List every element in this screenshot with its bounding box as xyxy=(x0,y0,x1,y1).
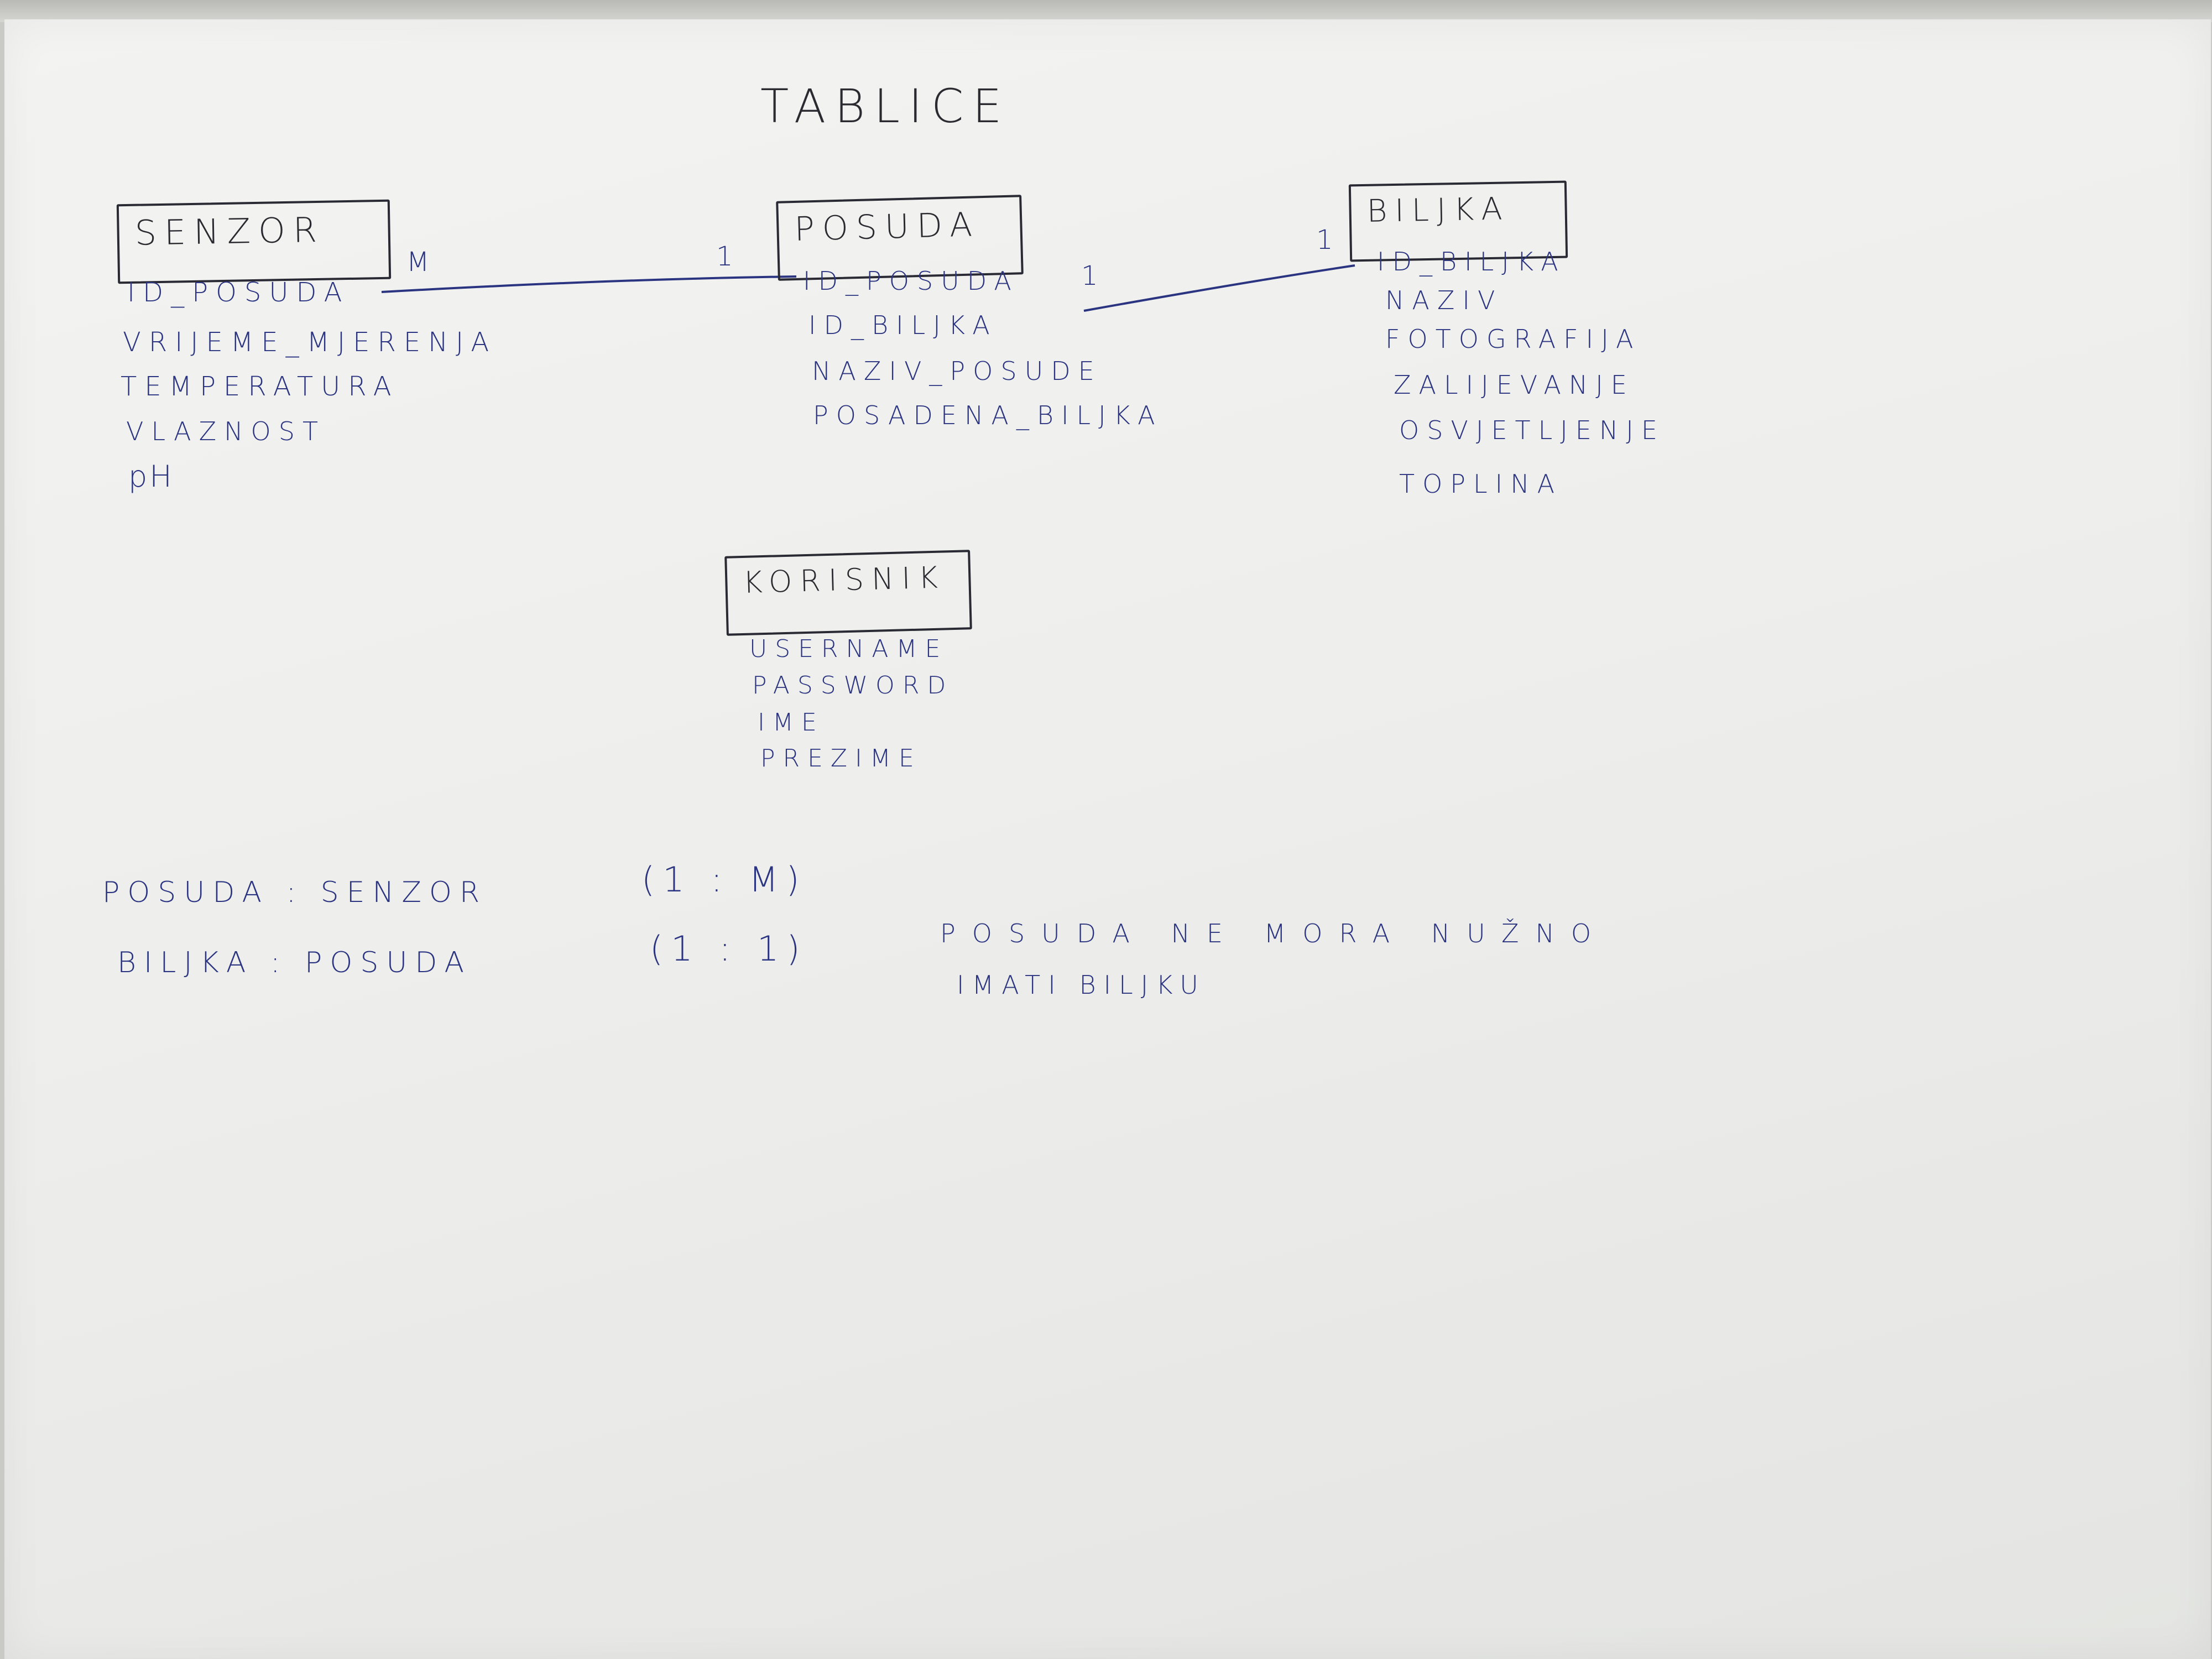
page-title: TABLICE xyxy=(760,79,1011,133)
biljka-field: ZALIJEVANJE xyxy=(1394,370,1635,400)
entity-biljka-title: BILJKA xyxy=(1366,191,1511,229)
entity-senzor-header: SENZOR xyxy=(116,199,392,284)
posuda-field: ID_POSUDA xyxy=(803,266,1019,296)
senzor-field: VRIJEME_MJERENJA xyxy=(123,327,497,358)
biljka-field: OSVJETLJENJE xyxy=(1399,415,1665,445)
cardinality-senzor: M xyxy=(406,247,437,278)
note-remark-line1: POSUDA NE MORA NUŽNO xyxy=(940,919,1608,948)
note-remark-line2: IMATI BILJKU xyxy=(957,970,1206,1000)
korisnik-field: IME xyxy=(758,708,825,737)
cardinality-posuda-senzor: 1 xyxy=(716,241,741,272)
senzor-posuda-line xyxy=(381,275,797,293)
note-cardinality-1-1: (1 : 1) xyxy=(650,928,808,969)
cardinality-biljka: 1 xyxy=(1316,225,1341,255)
senzor-field: VLAZNOST xyxy=(126,416,326,446)
posuda-field: POSADENA_BILJKA xyxy=(813,400,1163,430)
entity-korisnik-title: KORISNIK xyxy=(742,560,946,600)
biljka-field: NAZIV xyxy=(1385,285,1503,315)
posuda-field: NAZIV_POSUDE xyxy=(812,356,1102,386)
cardinality-posuda-biljka: 1 xyxy=(1081,260,1106,291)
entity-korisnik-header: KORISNIK xyxy=(724,550,972,636)
senzor-field: ID_POSUDA xyxy=(127,277,350,308)
senzor-field: pH xyxy=(128,459,174,494)
biljka-field: ID_BILJKA xyxy=(1377,247,1566,276)
posuda-field: ID_BILJKA xyxy=(808,310,998,340)
korisnik-field: PASSWORD xyxy=(752,671,954,700)
entity-senzor-title: SENZOR xyxy=(134,209,325,253)
biljka-field: TOPLINA xyxy=(1399,469,1563,499)
note-relationship-biljka-posuda: BILJKA : POSUDA xyxy=(117,946,472,979)
biljka-field: FOTOGRAFIJA xyxy=(1385,324,1641,354)
note-cardinality-1-m: (1 : M) xyxy=(641,859,807,900)
entity-posuda-title: POSUDA xyxy=(794,205,980,249)
korisnik-field: USERNAME xyxy=(749,635,948,663)
background-surface xyxy=(0,0,2212,22)
senzor-field: TEMPERATURA xyxy=(121,371,399,402)
note-relationship-posuda-senzor: POSUDA : SENZOR xyxy=(102,876,488,909)
paper-sheet xyxy=(4,19,2211,1659)
posuda-biljka-line xyxy=(1083,264,1355,312)
korisnik-field: PREZIME xyxy=(760,744,922,773)
